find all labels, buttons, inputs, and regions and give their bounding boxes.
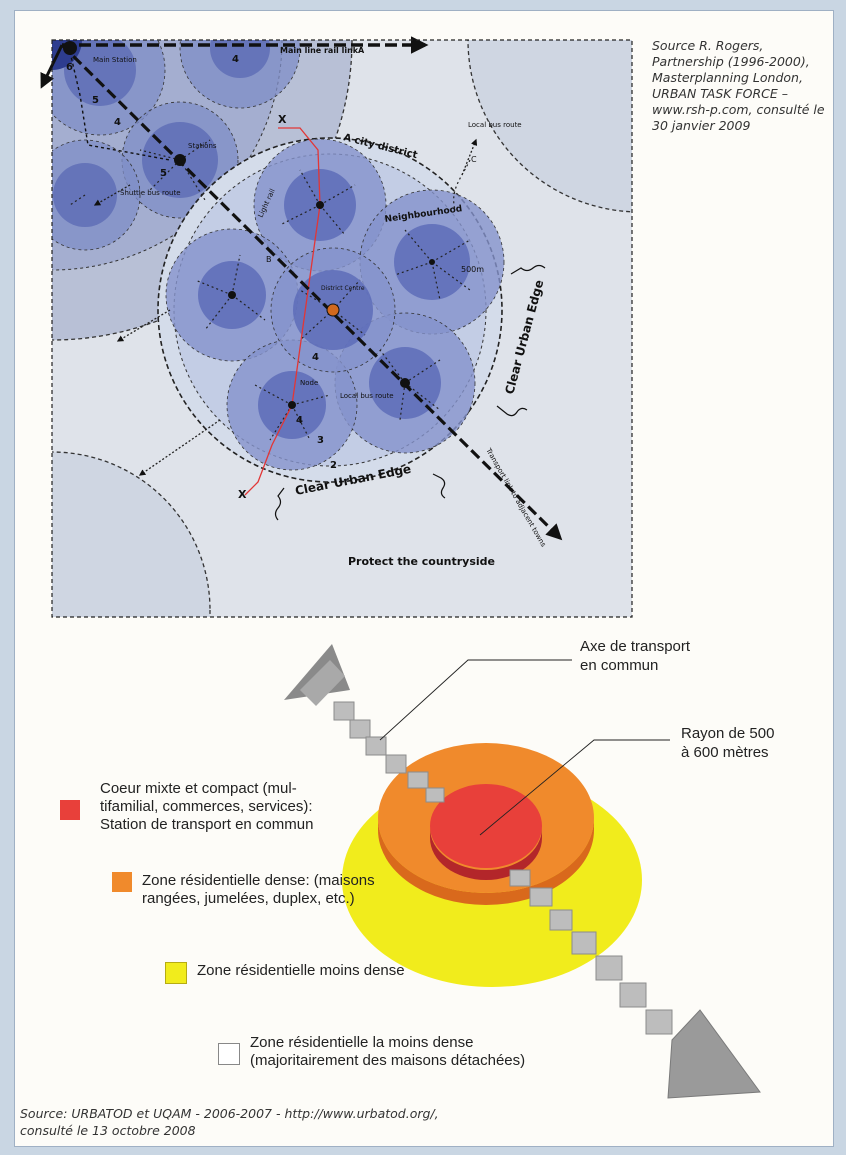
node-dot bbox=[288, 401, 296, 409]
district-centre-dot bbox=[326, 303, 340, 317]
legend-item-dense: Zone résidentielle dense: (maisons rangé… bbox=[112, 872, 375, 908]
ring-number: 4 bbox=[312, 352, 319, 363]
ring-number: 4 bbox=[114, 117, 121, 128]
axis-block bbox=[529, 887, 553, 907]
radius-label: 500m bbox=[461, 265, 484, 274]
main-station-dot bbox=[63, 41, 77, 55]
route-arrow bbox=[138, 419, 221, 476]
axis-block bbox=[333, 701, 355, 721]
station-dot bbox=[174, 154, 186, 166]
ring-number: 3 bbox=[317, 435, 324, 446]
compact-core-disc bbox=[430, 784, 542, 868]
legend-label: Zone résidentielle moins dense bbox=[197, 962, 405, 979]
x-marker-top: X bbox=[278, 113, 287, 126]
link-b-label: B bbox=[266, 255, 272, 264]
transport-axis-blocks bbox=[284, 644, 761, 1099]
stations-label: Stations bbox=[188, 142, 217, 150]
axis-block bbox=[645, 1009, 673, 1035]
radius-callout-line bbox=[479, 739, 670, 836]
countryside-arc-bottom bbox=[52, 451, 211, 617]
light-rail-line bbox=[244, 127, 321, 496]
node-dot bbox=[400, 378, 410, 388]
legend-label: Coeur mixte et compact (mul- tifamilial,… bbox=[100, 780, 314, 833]
city-district-map: Main line rail link A Main Station Stati… bbox=[40, 36, 633, 618]
local-bus-route-2-label: Local bus route bbox=[340, 392, 394, 400]
axis-block bbox=[509, 869, 531, 887]
local-route bbox=[299, 279, 366, 341]
local-route bbox=[69, 194, 86, 206]
radius-callout: Rayon de 500 à 600 mètres bbox=[681, 725, 775, 761]
legend-label: Zone résidentielle la moins dense (major… bbox=[250, 1034, 526, 1069]
source-credit-top: Source R. Rogers, Partnership (1996-2000… bbox=[652, 38, 825, 133]
node-dot bbox=[316, 201, 324, 209]
tod-diagram bbox=[284, 644, 761, 1099]
ring-number: 6 bbox=[66, 62, 73, 73]
axis-block bbox=[425, 787, 445, 803]
edge-squiggle bbox=[510, 264, 546, 275]
protect-countryside-label: Protect the countryside bbox=[348, 555, 495, 568]
transport-link-axis bbox=[60, 43, 563, 541]
legend-item-least-dense: Zone résidentielle la moins dense (major… bbox=[218, 1034, 525, 1070]
map-frame bbox=[51, 39, 633, 618]
local-route bbox=[394, 229, 471, 301]
local-route bbox=[279, 169, 356, 236]
node-dot bbox=[429, 259, 435, 265]
ring-number: 4 bbox=[296, 415, 303, 426]
local-bus-route bbox=[453, 159, 471, 211]
axis-arrow-head-bottom bbox=[667, 1009, 761, 1099]
legend-swatch-white bbox=[218, 1043, 240, 1065]
edge-squiggle bbox=[274, 487, 285, 521]
route-arrow bbox=[93, 184, 131, 206]
station-core bbox=[64, 40, 136, 106]
legend-swatch-yellow bbox=[165, 962, 187, 984]
link-c-label: C bbox=[471, 155, 477, 164]
legend-item-less-dense: Zone résidentielle moins dense bbox=[165, 962, 405, 984]
core-rim bbox=[430, 828, 542, 880]
main-rail-link-label: Main line rail link bbox=[280, 46, 359, 55]
axis-block bbox=[619, 982, 647, 1008]
ring-number: 5 bbox=[92, 95, 99, 106]
edge-squiggle bbox=[432, 473, 446, 499]
countryside-arc-top bbox=[467, 40, 632, 213]
local-route bbox=[379, 349, 441, 421]
legend-swatch-red bbox=[60, 800, 80, 820]
axis-block bbox=[349, 719, 371, 739]
edge-squiggle bbox=[496, 405, 528, 417]
x-marker-bottom: X bbox=[238, 488, 247, 501]
axis-block bbox=[549, 909, 573, 931]
axis-callout: Axe de transport en commun bbox=[580, 638, 691, 674]
district-centre-label: District Centre bbox=[321, 285, 365, 292]
local-bus-route-label: Local bus route bbox=[468, 121, 522, 129]
legend-label: Zone résidentielle dense: (maisons rangé… bbox=[142, 872, 375, 907]
dense-zone-rim bbox=[378, 818, 594, 905]
local-route bbox=[194, 254, 266, 331]
legend-swatch-orange bbox=[112, 872, 132, 892]
node-dot bbox=[228, 291, 236, 299]
local-route bbox=[139, 139, 211, 201]
node-label: Node bbox=[300, 379, 318, 387]
rail-link-left bbox=[40, 44, 64, 89]
station-core bbox=[210, 40, 270, 78]
axis-block bbox=[571, 931, 597, 955]
link-a-label: A bbox=[358, 46, 365, 55]
axis-block bbox=[385, 754, 407, 774]
axis-block bbox=[407, 771, 429, 789]
axis-arrow-stem-top bbox=[300, 660, 345, 706]
source-credit-bottom: Source: URBATOD et UQAM - 2006-2007 - ht… bbox=[20, 1106, 439, 1138]
ring-number: 5 bbox=[160, 168, 167, 179]
ring-number: 2 bbox=[330, 460, 337, 471]
axis-block bbox=[365, 736, 387, 756]
main-station-label: Main Station bbox=[93, 56, 137, 64]
local-route bbox=[254, 384, 331, 441]
axis-block bbox=[595, 955, 623, 981]
legend-item-core: Coeur mixte et compact (mul- tifamilial,… bbox=[60, 780, 313, 834]
axis-callout-line bbox=[379, 659, 572, 741]
shuttle-bus-label: Shuttle bus route bbox=[120, 189, 181, 197]
ring-number: 4 bbox=[232, 54, 239, 65]
